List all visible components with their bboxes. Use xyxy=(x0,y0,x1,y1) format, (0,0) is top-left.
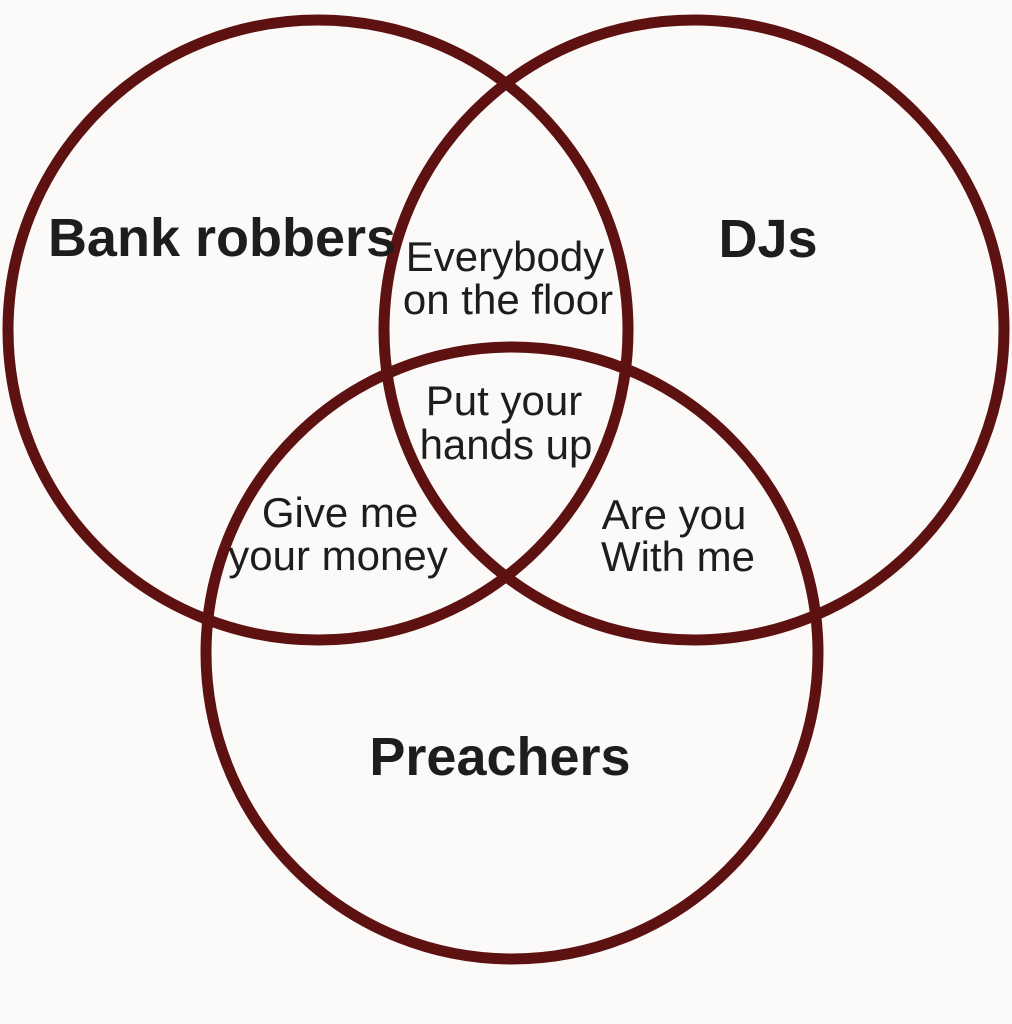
circle-bank-robbers xyxy=(2,14,634,646)
overlap-bank-preachers-line1: Give me xyxy=(262,489,418,536)
set-label-djs: DJs xyxy=(718,209,817,269)
overlap-djs-preachers-line1: Are you xyxy=(602,491,747,538)
circle-preachers xyxy=(200,341,824,965)
overlap-bank-djs-line2: on the floor xyxy=(403,276,613,323)
set-label-bank-robbers: Bank robbers xyxy=(48,208,396,268)
set-label-preachers: Preachers xyxy=(369,727,630,787)
overlap-bank-preachers-line2: your money xyxy=(228,532,447,579)
circle-djs xyxy=(378,14,1010,646)
overlap-center-line1: Put your xyxy=(426,377,582,424)
overlap-bank-djs-line1: Everybody xyxy=(406,233,604,280)
overlap-djs-preachers-line2: With me xyxy=(601,533,755,580)
overlap-center-line2: hands up xyxy=(420,421,593,468)
